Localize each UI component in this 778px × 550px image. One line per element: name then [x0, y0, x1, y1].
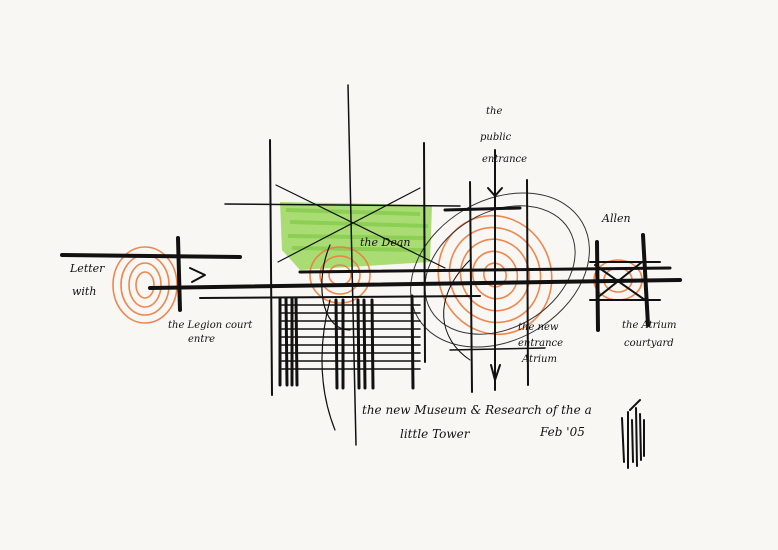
label-left-bottom: with: [72, 285, 96, 298]
label-bottom-1: the new Museum & Research of the a: [362, 403, 592, 417]
label-right-top: Allen: [601, 212, 631, 225]
label-center-1: the new: [518, 322, 559, 333]
label-right-2: courtyard: [624, 338, 674, 349]
label-bottom-3: Feb '05: [539, 425, 585, 439]
label-right-1: the Atrium: [622, 320, 677, 331]
label-left-under-2: entre: [188, 334, 215, 345]
label-center-3: Atrium: [521, 354, 557, 365]
annotations: Letter with the Legion court entre the D…: [69, 106, 677, 441]
label-green-zone: the Dean: [360, 236, 410, 249]
label-top-1: the: [486, 106, 502, 117]
label-bottom-2: little Tower: [400, 427, 471, 441]
label-top-2: public: [480, 132, 512, 143]
hatch-block: [278, 294, 421, 390]
green-zone: [280, 202, 432, 270]
label-top-3: entrance: [482, 154, 527, 165]
label-left-under: the Legion court: [168, 320, 253, 331]
ink-linework: [60, 84, 682, 469]
label-center-2: entrance: [518, 338, 563, 349]
label-left-top: Letter: [69, 262, 105, 275]
